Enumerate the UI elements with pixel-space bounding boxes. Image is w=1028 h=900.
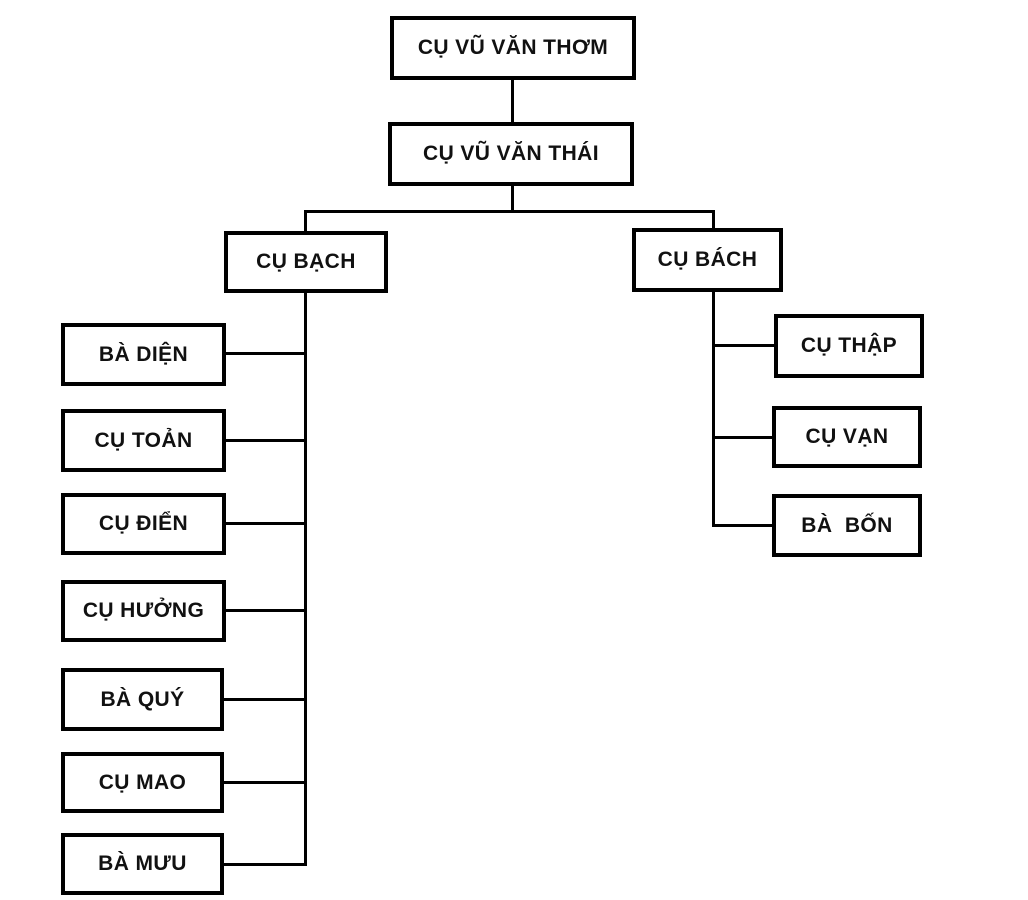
connector-right-child-3: [712, 524, 776, 527]
connector-left-child-7: [224, 863, 307, 866]
node-ba-muu: BÀ MƯU: [61, 833, 224, 895]
node-cu-huong: CỤ HƯỞNG: [61, 580, 226, 642]
connector-left-child-1: [224, 352, 307, 355]
connector-left-child-3: [224, 522, 307, 525]
node-cu-toan: CỤ TOẢN: [61, 409, 226, 472]
connector-left-child-5: [224, 698, 307, 701]
node-ba-dien: BÀ DIỆN: [61, 323, 226, 386]
connector-left-child-6: [224, 781, 307, 784]
node-cu-mao: CỤ MAO: [61, 752, 224, 813]
node-label: CỤ MAO: [98, 770, 187, 794]
connector-root-to-gen2: [511, 80, 514, 124]
connector-right-child-2: [712, 436, 776, 439]
connector-left-child-4: [224, 609, 307, 612]
connector-gen2-to-split: [511, 184, 514, 213]
connector-drop-right-branch: [712, 210, 715, 230]
connector-right-child-1: [712, 344, 776, 347]
node-cu-van: CỤ VẠN: [772, 406, 922, 468]
connector-drop-left-branch: [304, 210, 307, 233]
node-label: BÀ DIỆN: [98, 342, 189, 366]
connector-left-spine: [304, 291, 307, 866]
node-label: CỤ ĐIỂN: [98, 512, 189, 535]
node-label: CỤ BÁCH: [657, 248, 758, 271]
node-cu-thap: CỤ THẬP: [774, 314, 924, 378]
node-cu-bach-right: CỤ BÁCH: [632, 228, 783, 292]
node-label: BÀ MƯU: [98, 852, 187, 875]
node-cu-vu-van-thai: CỤ VŨ VĂN THÁI: [388, 122, 634, 186]
node-ba-bon: BÀ BỐN: [772, 494, 922, 557]
node-label: CỤ BẠCH: [256, 250, 356, 273]
node-label: CỤ TOẢN: [94, 428, 193, 452]
node-cu-dien: CỤ ĐIỂN: [61, 493, 226, 555]
node-label: CỤ VẠN: [805, 425, 889, 448]
connector-left-child-2: [224, 439, 307, 442]
node-ba-quy: BÀ QUÝ: [61, 668, 224, 731]
connector-split-bar: [304, 210, 715, 213]
connector-right-spine: [712, 290, 715, 527]
node-label: CỤ VŨ VĂN THÁI: [423, 142, 599, 165]
node-cu-bach-left: CỤ BẠCH: [224, 231, 388, 293]
node-label: BÀ QUÝ: [100, 687, 185, 711]
node-label: CỤ HƯỞNG: [82, 599, 205, 622]
node-cu-vu-van-thom: CỤ VŨ VĂN THƠM: [390, 16, 636, 80]
node-label: CỤ VŨ VĂN THƠM: [417, 36, 609, 59]
node-label: CỤ THẬP: [800, 334, 898, 357]
node-label: BÀ BỐN: [801, 513, 893, 537]
